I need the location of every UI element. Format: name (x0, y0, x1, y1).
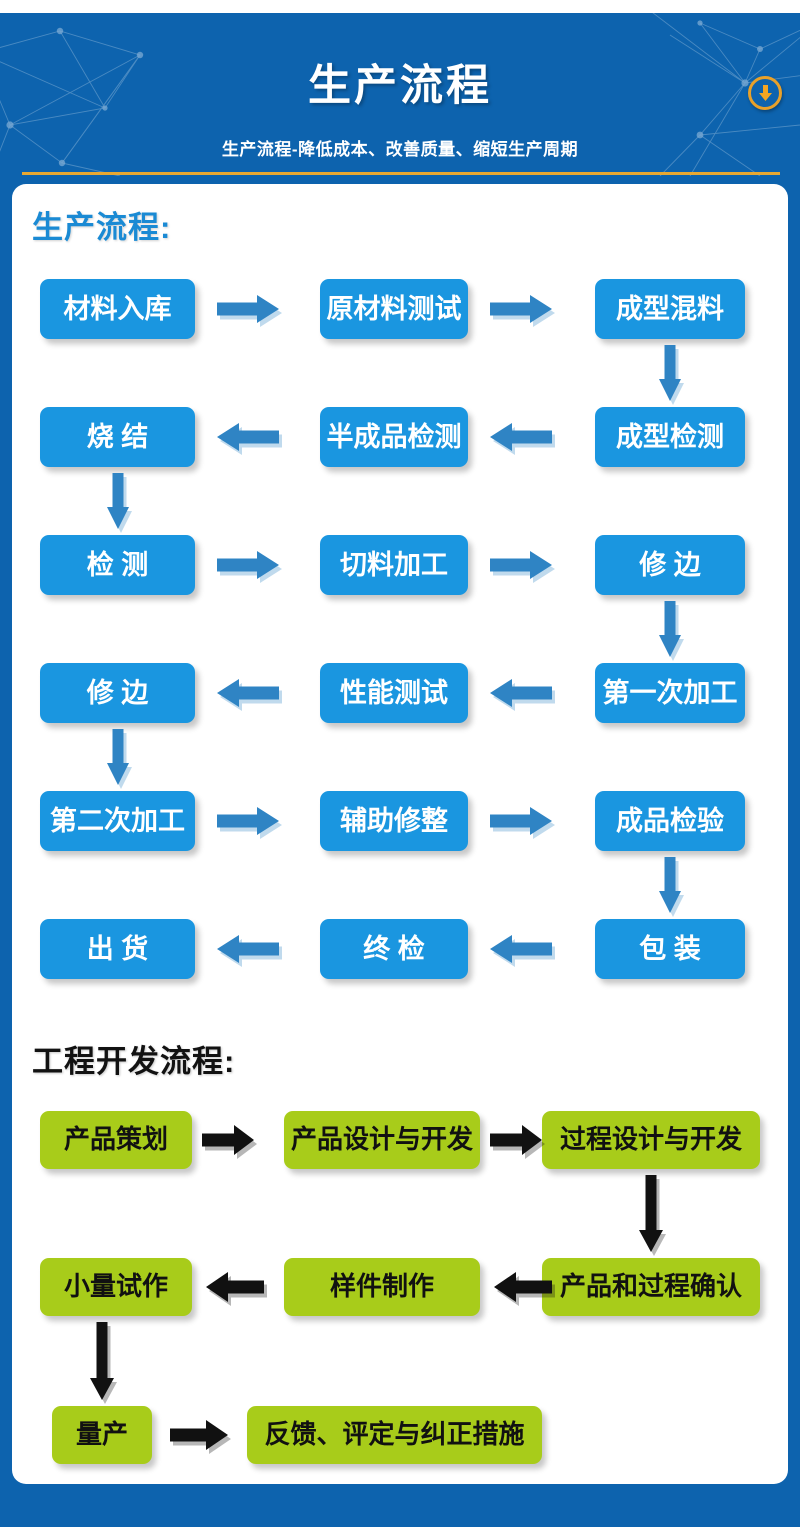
flow-node: 量产 (52, 1406, 152, 1464)
section-heading: 生产流程: (32, 210, 172, 245)
arrow-left-icon (490, 423, 558, 457)
arrow-right-icon (202, 1125, 260, 1161)
arrow-down-icon (90, 1322, 120, 1406)
arrow-left-icon (490, 935, 558, 969)
flow-node: 材料入库 (40, 279, 195, 339)
top-white-strip (0, 0, 800, 13)
flow-node: 辅助修整 (320, 791, 468, 851)
flow-node: 第一次加工 (595, 663, 745, 723)
flow-node: 检 测 (40, 535, 195, 595)
flow-node: 烧 结 (40, 407, 195, 467)
arrow-down-icon (106, 729, 135, 791)
flow-node: 反馈、评定与纠正措施 (247, 1406, 542, 1464)
flow-node: 切料加工 (320, 535, 468, 595)
flow-node: 产品和过程确认 (542, 1258, 760, 1316)
arrow-right-icon (490, 551, 558, 585)
arrow-left-icon (217, 935, 285, 969)
arrow-left-icon (217, 679, 285, 713)
arrow-right-icon (217, 551, 285, 585)
arrow-left-icon (494, 1272, 558, 1308)
page-header: 生产流程 生产流程-降低成本、改善质量、缩短生产周期 (0, 13, 800, 176)
arrow-right-icon (490, 807, 558, 841)
flow-node: 修 边 (595, 535, 745, 595)
flow-node: 成型检测 (595, 407, 745, 467)
network-pattern-decoration (0, 13, 800, 176)
arrow-down-icon (106, 473, 135, 535)
flow-node: 修 边 (40, 663, 195, 723)
down-arrow-glyph (758, 85, 772, 101)
arrow-right-icon (490, 295, 558, 329)
flow-node: 产品设计与开发 (284, 1111, 480, 1169)
content-panel: 生产流程:材料入库原材料测试成型混料 烧 结半成品检测成型检测 检 测切料加工修… (12, 184, 788, 1484)
flow-node: 包 装 (595, 919, 745, 979)
arrow-down-icon (659, 857, 687, 919)
arrow-down-icon (659, 345, 687, 407)
section-heading: 工程开发流程: (32, 1044, 236, 1079)
arrow-down-icon (659, 601, 687, 663)
arrow-left-icon (206, 1272, 270, 1308)
flow-node: 成型混料 (595, 279, 745, 339)
arrow-right-icon (217, 807, 285, 841)
arrow-left-icon (217, 423, 285, 457)
page-title: 生产流程 (308, 62, 492, 110)
flow-node: 样件制作 (284, 1258, 480, 1316)
flow-node: 性能测试 (320, 663, 468, 723)
arrow-down-icon (639, 1175, 669, 1258)
flow-node: 成品检验 (595, 791, 745, 851)
arrow-right-icon (217, 295, 285, 329)
flow-node: 产品策划 (40, 1111, 192, 1169)
flow-node: 终 检 (320, 919, 468, 979)
flow-node: 过程设计与开发 (542, 1111, 760, 1169)
arrow-right-icon (170, 1420, 234, 1456)
flow-node: 小量试作 (40, 1258, 192, 1316)
flow-node: 半成品检测 (320, 407, 468, 467)
flow-node: 原材料测试 (320, 279, 468, 339)
arrow-left-icon (490, 679, 558, 713)
arrow-right-icon (490, 1125, 548, 1161)
page-subtitle: 生产流程-降低成本、改善质量、缩短生产周期 (221, 140, 579, 159)
flow-node: 第二次加工 (40, 791, 195, 851)
flow-node: 出 货 (40, 919, 195, 979)
header-divider-rule (22, 172, 780, 175)
download-circle-icon[interactable] (748, 76, 782, 110)
